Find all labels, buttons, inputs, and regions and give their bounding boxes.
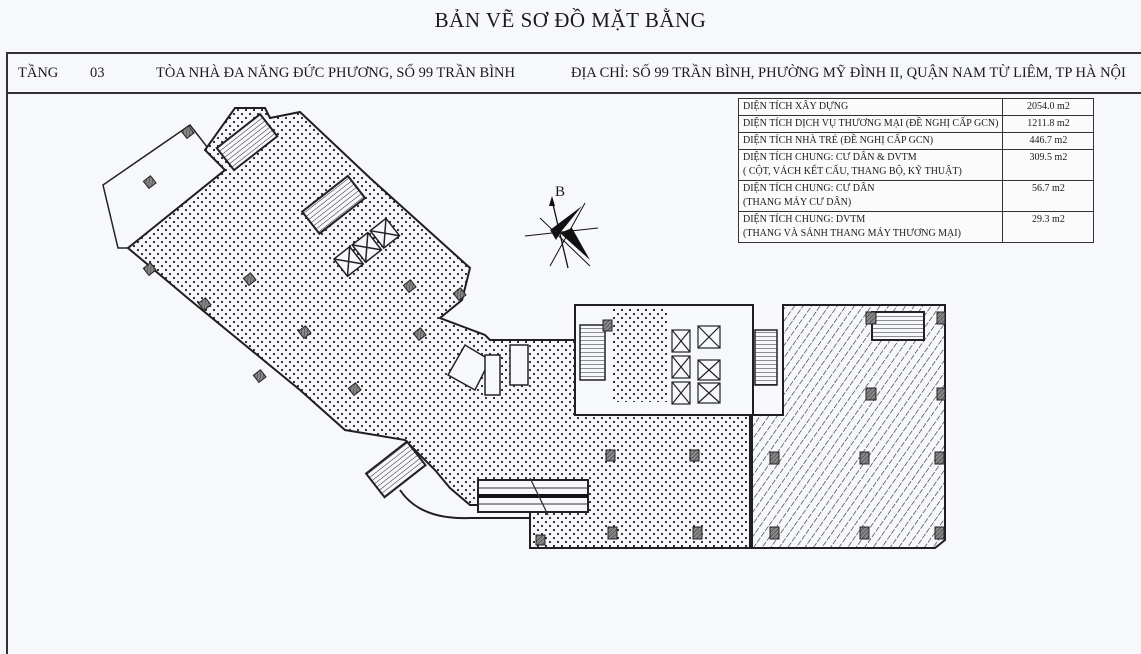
row-label: DIỆN TÍCH XÂY DỰNG: [737, 98, 1004, 116]
row-label-sub: ( CỘT, VÁCH KẾT CẤU, THANG BỘ, KỸ THUẬT): [743, 166, 962, 177]
row-value: 29.3 m2: [1002, 211, 1095, 243]
table-row: DIỆN TÍCH NHÀ TRẺ (ĐỀ NGHỊ CẤP GCN) 446.…: [737, 132, 1095, 150]
building-address: ĐỊA CHỈ: SỐ 99 TRẦN BÌNH, PHƯỜNG MỸ ĐÌNH…: [571, 65, 1126, 81]
floor-label: TẦNG: [18, 65, 59, 81]
row-label: DIỆN TÍCH CHUNG: CƯ DÂN & DVTM ( CỘT, VÁ…: [737, 149, 1004, 181]
structural-columns: [142, 125, 946, 546]
table-row: DIỆN TÍCH DỊCH VỤ THƯƠNG MẠI (ĐỀ NGHỊ CẤ…: [737, 115, 1095, 133]
row-value: 1211.8 m2: [1002, 115, 1095, 133]
row-value: 2054.0 m2: [1002, 98, 1095, 116]
building-name: TÒA NHÀ ĐA NĂNG ĐỨC PHƯƠNG, SỐ 99 TRẦN B…: [156, 65, 515, 81]
row-label: DIỆN TÍCH DỊCH VỤ THƯƠNG MẠI (ĐỀ NGHỊ CẤ…: [737, 115, 1004, 133]
kindergarten-stair: [871, 311, 925, 341]
escalator: [477, 477, 589, 516]
stair-core-upper: [215, 112, 279, 172]
table-row: DIỆN TÍCH CHUNG: DVTM (THANG VÀ SẢNH THA…: [737, 211, 1095, 243]
compass-north-label: B: [555, 184, 566, 200]
lobby-dotted: [612, 307, 667, 402]
floor-plan: [102, 107, 946, 549]
stair-core-2: [754, 329, 778, 386]
row-label: DIỆN TÍCH CHUNG: DVTM (THANG VÀ SẢNH THA…: [737, 211, 1004, 243]
stair-core-lower: [364, 440, 427, 499]
table-row: DIỆN TÍCH CHUNG: CƯ DÂN (THANG MÁY CƯ DÂ…: [737, 180, 1095, 212]
row-value: 309.5 m2: [1002, 149, 1095, 181]
row-value: 446.7 m2: [1002, 132, 1095, 150]
row-label-sub: (THANG MÁY CƯ DÂN): [743, 197, 852, 208]
compass-rose-icon: [524, 196, 599, 269]
drawing-title: BẢN VẼ SƠ ĐỒ MẶT BẰNG: [434, 8, 707, 32]
floor-number: 03: [90, 65, 105, 81]
table-row: DIỆN TÍCH CHUNG: CƯ DÂN & DVTM ( CỘT, VÁ…: [737, 149, 1095, 181]
row-label-main: DIỆN TÍCH CHUNG: CƯ DÂN: [743, 183, 875, 194]
elevator-group-diagonal: [332, 217, 401, 278]
area-summary-table: DIỆN TÍCH XÂY DỰNG 2054.0 m2 DIỆN TÍCH D…: [737, 98, 1095, 243]
row-label-main: DIỆN TÍCH CHUNG: CƯ DÂN & DVTM: [743, 152, 917, 163]
row-value: 56.7 m2: [1002, 180, 1095, 212]
stair-core-middle: [300, 174, 367, 236]
curved-edge: [399, 489, 530, 520]
row-label: DIỆN TÍCH CHUNG: CƯ DÂN (THANG MÁY CƯ DÂ…: [737, 180, 1004, 212]
stair-core-1: [579, 324, 606, 381]
restroom-block: [446, 343, 529, 396]
elevator-bank: [671, 325, 721, 405]
header-row: TẦNG 03 TÒA NHÀ ĐA NĂNG ĐỨC PHƯƠNG, SỐ 9…: [6, 52, 1141, 94]
row-label: DIỆN TÍCH NHÀ TRẺ (ĐỀ NGHỊ CẤP GCN): [737, 132, 1004, 150]
row-label-main: DIỆN TÍCH CHUNG: DVTM: [743, 214, 866, 225]
kindergarten-area: [751, 304, 946, 549]
table-row: DIỆN TÍCH XÂY DỰNG 2054.0 m2: [737, 98, 1095, 116]
row-label-sub: (THANG VÀ SẢNH THANG MÁY THƯƠNG MẠI): [743, 228, 961, 239]
